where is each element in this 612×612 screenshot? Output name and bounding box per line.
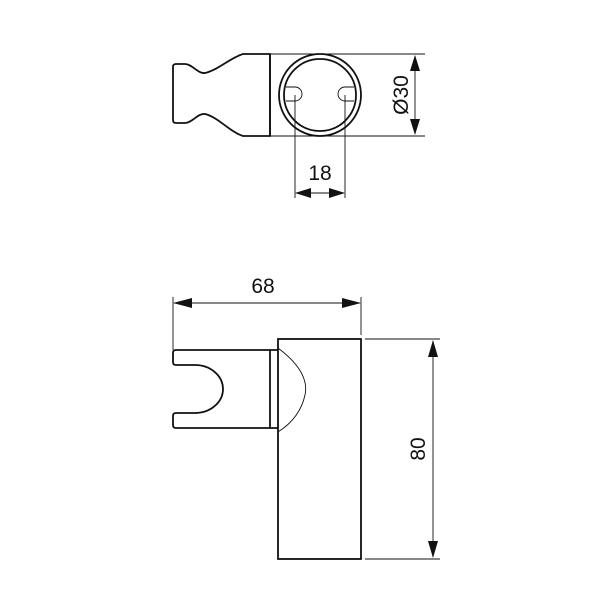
wall-column — [277, 338, 362, 560]
width-label: 68 — [251, 275, 274, 298]
arrow-right — [342, 298, 361, 308]
arrow-up — [410, 55, 420, 71]
side-view: 68 80 — [172, 275, 440, 560]
outer-ring — [278, 53, 362, 137]
arrow-up — [428, 340, 438, 357]
inner-ring — [283, 58, 357, 132]
arrow-down — [428, 541, 438, 558]
top-view-clip-body — [172, 53, 271, 137]
holder-clip — [172, 349, 278, 429]
arrow-down — [410, 119, 420, 135]
arrow-left — [295, 188, 311, 198]
height-label: 80 — [407, 437, 430, 460]
diameter-label: Ø30 — [390, 75, 413, 115]
arrow-left — [173, 298, 192, 308]
bulge-curve — [277, 347, 307, 433]
slot-right — [337, 86, 354, 102]
slot-left — [286, 86, 303, 102]
spacing-label: 18 — [308, 162, 331, 185]
top-view: Ø30 18 — [172, 53, 425, 198]
arrow-right — [329, 188, 345, 198]
